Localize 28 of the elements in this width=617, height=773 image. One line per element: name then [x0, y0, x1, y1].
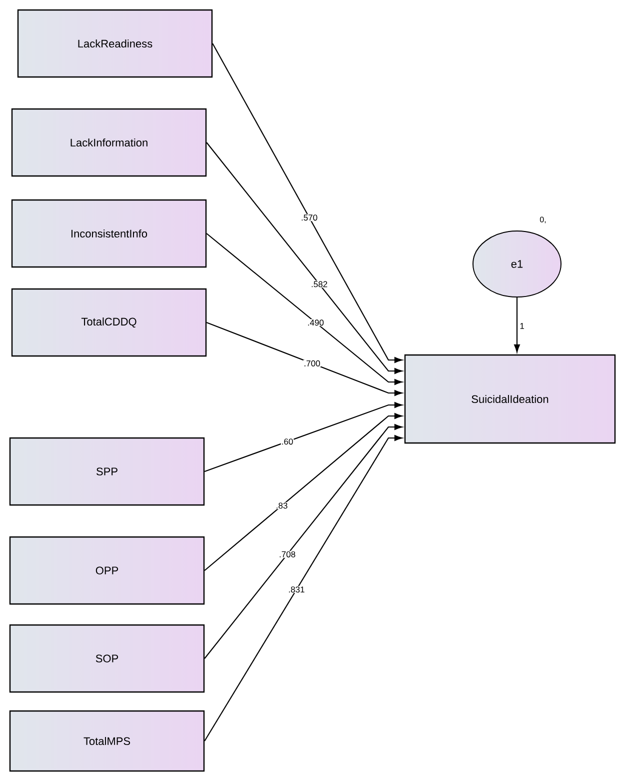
edge-label: .831 [288, 586, 306, 594]
variance-label: 0, [540, 216, 546, 224]
edge-label: .83 [275, 502, 288, 510]
variable-box: TotalCDDQ [11, 288, 207, 357]
variable-box: InconsistentInfo [11, 199, 207, 268]
arrow [206, 322, 402, 396]
arrow [514, 298, 520, 352]
edge-label: .700 [303, 360, 321, 367]
variable-box: SuicidalIdeation [404, 354, 616, 444]
arrow [204, 424, 402, 659]
edge-label: .490 [306, 319, 324, 326]
arrow [204, 435, 402, 742]
arrow [204, 413, 402, 571]
arrow [212, 43, 402, 363]
arrow [204, 402, 402, 472]
edge-label: .570 [300, 214, 318, 222]
variable-box: OPP [9, 536, 205, 605]
arrow [206, 142, 402, 374]
variable-box: SOP [9, 624, 205, 693]
arrow [206, 233, 402, 385]
variable-box: SPP [9, 437, 205, 506]
variable-box: LackInformation [11, 108, 207, 177]
variable-box: LackReadiness [17, 9, 213, 78]
edge-label: .60 [280, 438, 294, 446]
variable-box: TotalMPS [9, 710, 205, 772]
edge-label: 1 [520, 323, 524, 329]
edge-label: .708 [278, 550, 296, 558]
edge-label: .582 [310, 280, 328, 288]
